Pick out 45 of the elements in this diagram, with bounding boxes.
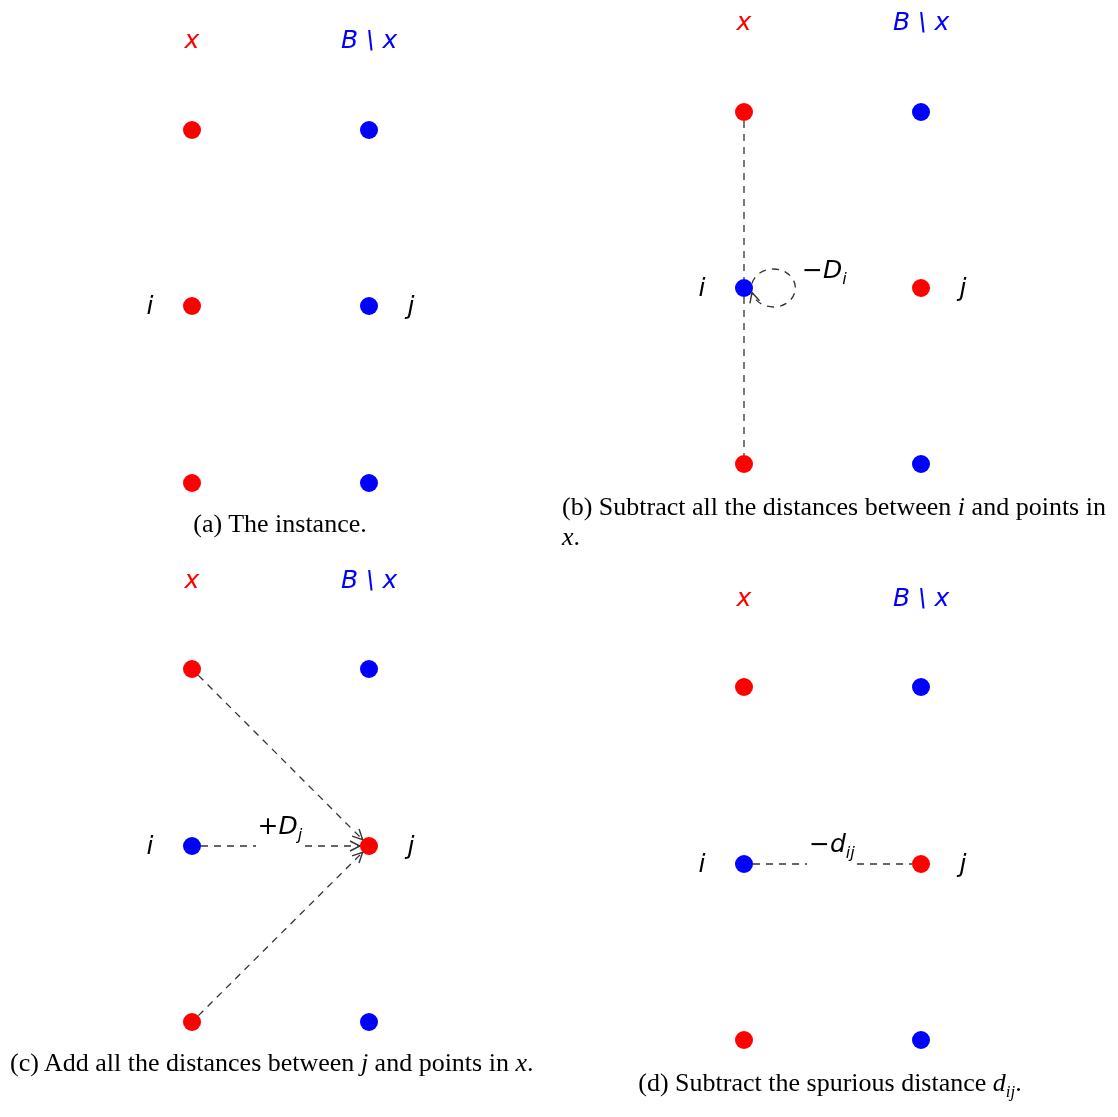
column-heading: B \ x [893,7,950,37]
point-label: i [146,831,154,861]
point-marker [360,1013,378,1031]
point-marker [183,297,201,315]
column-heading: B \ x [893,583,950,613]
point-marker [360,121,378,139]
point-marker [912,455,930,473]
point-marker [912,678,930,696]
point-label: i [698,273,706,303]
column-heading: x [184,565,200,595]
point-label: i [146,291,154,321]
column-heading: x [736,7,752,37]
panel-caption: (b) Subtract all the distances between i and points in x. [562,492,1106,552]
point-marker [912,279,930,297]
dashed-arrow [197,851,364,1017]
panel-caption: (c) Add all the distances between j and points in x. [10,1048,535,1078]
point-marker [183,837,201,855]
dashed-arrow [197,674,364,841]
point-marker [735,279,753,297]
point-marker [183,121,201,139]
column-heading: x [736,583,752,613]
panel-caption: (a) The instance. [192,509,368,539]
point-marker [183,660,201,678]
point-marker [735,455,753,473]
dashed-line [743,120,745,280]
point-marker [360,297,378,315]
loop-arrow [750,268,796,308]
panel-caption: (d) Subtract the spurious distance d$_{ij}$. [637,1068,1023,1104]
point-marker [912,855,930,873]
point-label: i [698,849,706,879]
point-marker [735,855,753,873]
point-marker [912,103,930,121]
column-heading: B \ x [341,25,398,55]
point-marker [360,660,378,678]
column-heading: x [184,25,200,55]
dashed-line [743,296,745,456]
point-marker [183,474,201,492]
point-marker [360,837,378,855]
point-marker [360,474,378,492]
point-marker [735,678,753,696]
column-heading: B \ x [341,565,398,595]
point-marker [183,1013,201,1031]
point-marker [912,1031,930,1049]
point-marker [735,1031,753,1049]
point-marker [735,103,753,121]
